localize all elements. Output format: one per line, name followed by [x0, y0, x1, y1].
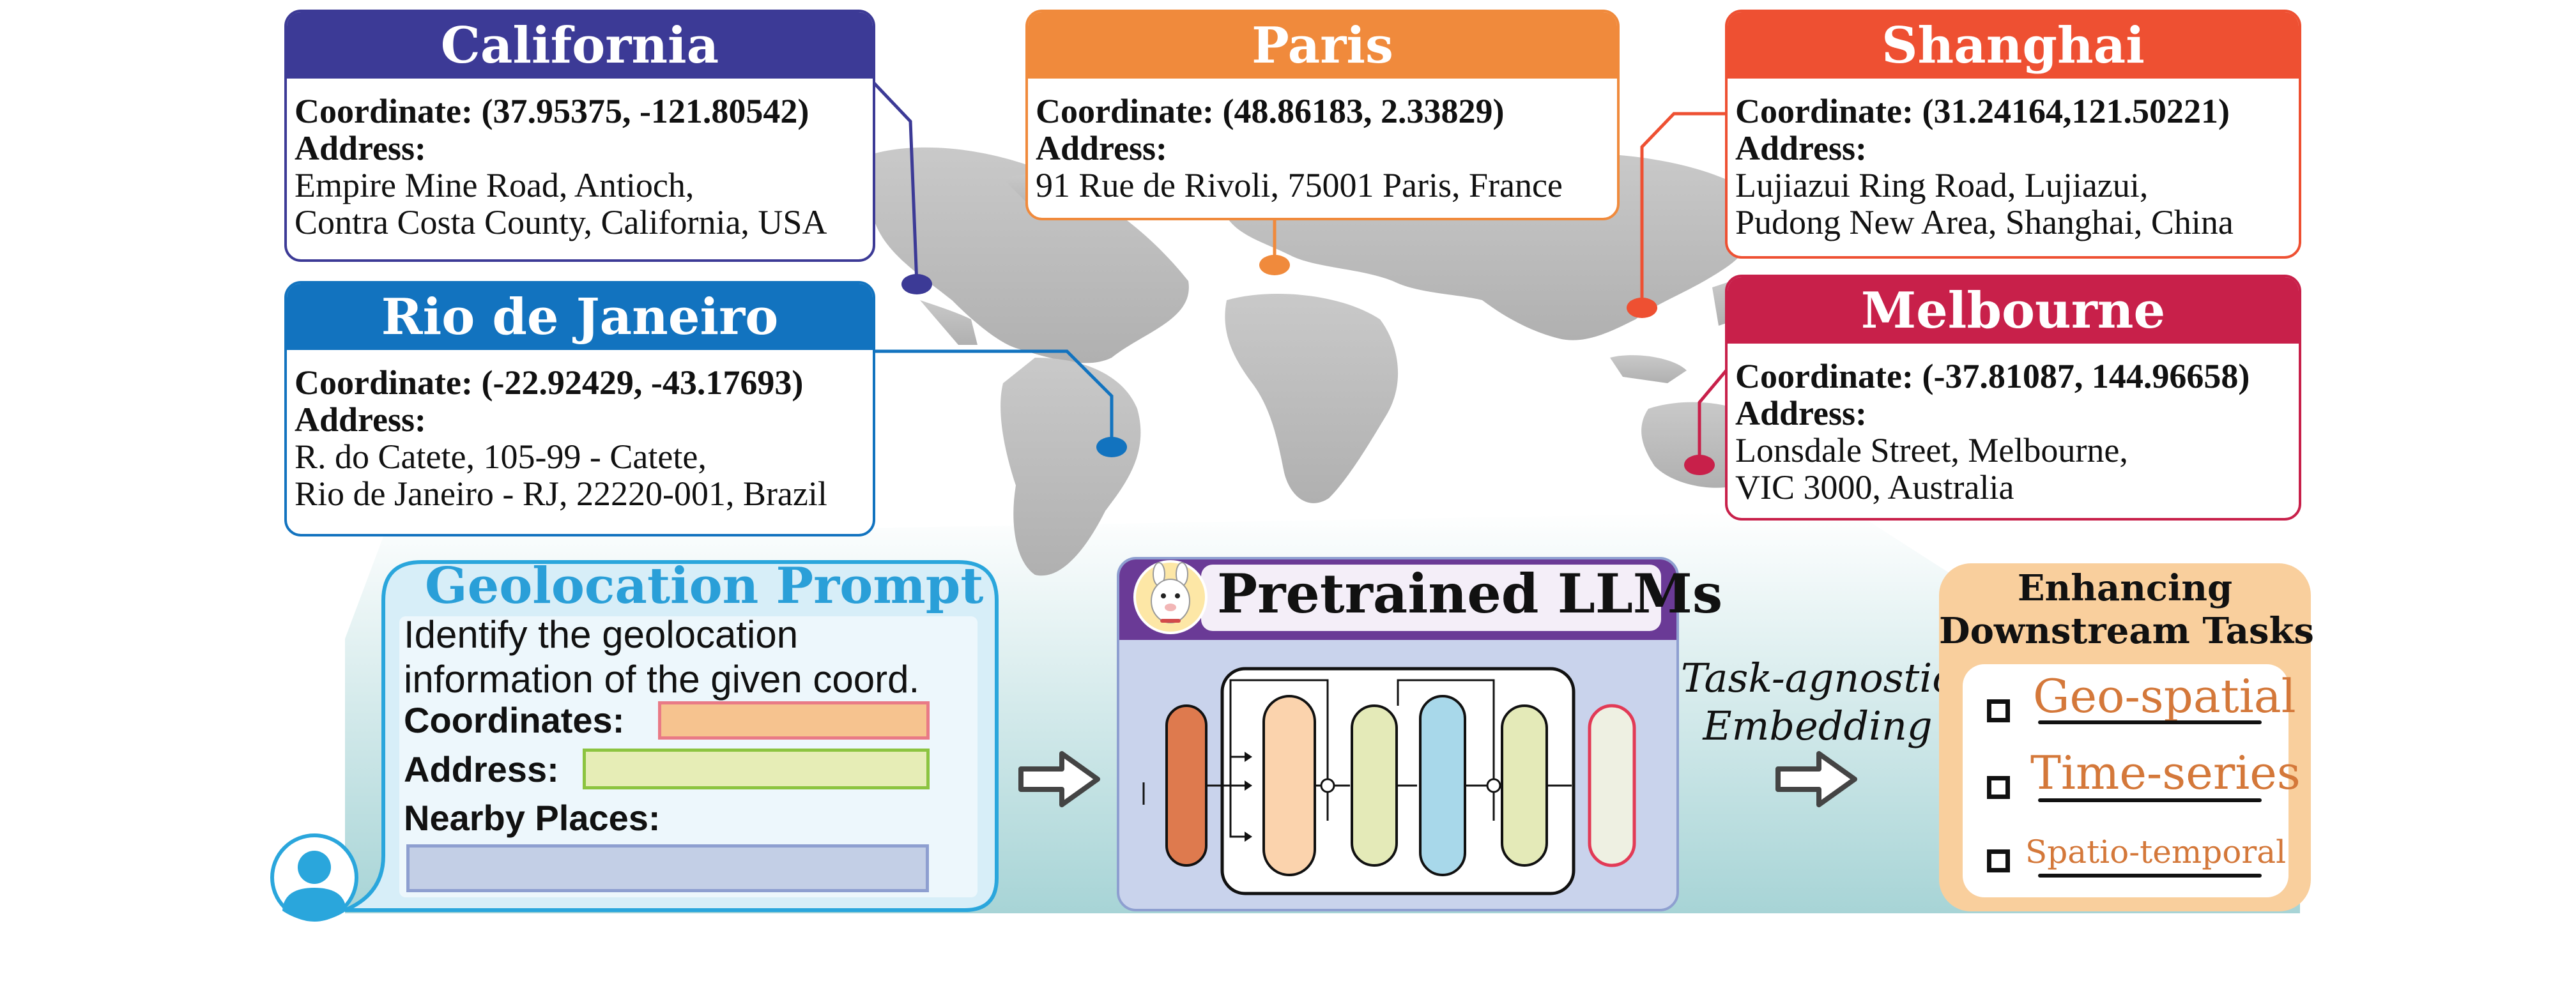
address-line: Pudong New Area, Shanghai, China: [1735, 203, 2234, 241]
location-card-paris: Paris Coordinate: (48.86183, 2.33829) Ad…: [1025, 10, 1620, 220]
address-label: Address:: [1036, 129, 1168, 167]
output-block: [1588, 704, 1636, 867]
coordinate-text: Coordinate: (31.24164,121.50221): [1735, 92, 2230, 130]
task-label-spatio-temporal: Spatio-temporal: [2025, 833, 2287, 871]
skip-connection: [1397, 679, 1495, 821]
address-label: Address:: [404, 749, 559, 789]
add-node: [1486, 778, 1501, 793]
location-details: Coordinate: (-22.92429, -43.17693) Addre…: [287, 350, 873, 512]
location-card-melbourne: Melbourne Coordinate: (-37.81087, 144.96…: [1725, 275, 2301, 521]
arrow-right-icon: [1018, 751, 1100, 807]
model-architecture-diagram: [1142, 667, 1636, 895]
address-line: Lonsdale Street, Melbourne,: [1735, 431, 2128, 469]
task-checkbox-geo-spatial[interactable]: [1987, 699, 2010, 722]
location-title: Paris: [1028, 12, 1617, 79]
llm-title: Pretrained LLMs: [1217, 562, 1723, 625]
connector-rio: [872, 349, 1114, 447]
location-details: Coordinate: (48.86183, 2.33829) Address:…: [1028, 79, 1617, 204]
pin-paris: [1259, 255, 1290, 275]
coordinate-text: Coordinate: (48.86183, 2.33829): [1036, 92, 1505, 130]
address-line: Rio de Janeiro - RJ, 22220-001, Brazil: [295, 475, 827, 513]
location-details: Coordinate: (-37.81087, 144.96658) Addre…: [1728, 344, 2299, 506]
coordinate-text: Coordinate: (-22.92429, -43.17693): [295, 363, 804, 402]
pin-shanghai: [1627, 298, 1657, 318]
task-list-panel: [1963, 664, 2288, 897]
coordinates-field[interactable]: [658, 701, 930, 740]
connector-shanghai: [1640, 112, 1725, 307]
user-icon: [270, 833, 358, 922]
nearby-places-field[interactable]: [406, 844, 929, 892]
connector-california: [873, 82, 919, 285]
pin-melbourne: [1684, 455, 1715, 475]
location-details: Coordinate: (31.24164,121.50221) Address…: [1728, 79, 2299, 241]
address-line: VIC 3000, Australia: [1735, 468, 2014, 506]
prompt-title: Geolocation Prompt: [425, 557, 984, 615]
address-line: Lujiazui Ring Road, Lujiazui,: [1735, 166, 2149, 204]
downstream-title-line: Downstream Tasks: [1939, 610, 2314, 652]
pin-rio: [1096, 437, 1127, 457]
address-label: Address:: [295, 129, 427, 167]
task-underline: [2038, 874, 2262, 878]
location-title: California: [287, 12, 873, 79]
add-node: [1320, 778, 1335, 793]
flow-arrowhead: [1245, 832, 1252, 842]
skip-connection: [1229, 757, 1248, 838]
address-label: Address:: [1735, 129, 1867, 167]
prompt-instruction-line: information of the given coord.: [404, 658, 920, 701]
task-underline: [2038, 798, 2262, 802]
coordinate-text: Coordinate: (37.95375, -121.80542): [295, 92, 809, 130]
downstream-title-line: Enhancing: [2017, 567, 2233, 609]
llm-title-plate: [1201, 565, 1661, 631]
location-title: Shanghai: [1728, 12, 2299, 79]
task-checkbox-spatio-temporal[interactable]: [1987, 849, 2010, 872]
address-label: Address:: [295, 400, 427, 439]
task-label-time-series: Time-series: [2030, 746, 2301, 800]
ffn-block: [1419, 695, 1466, 876]
location-title: Rio de Janeiro: [287, 284, 873, 350]
location-card-rio-de-janeiro: Rio de Janeiro Coordinate: (-22.92429, -…: [284, 281, 875, 536]
nearby-places-label: Nearby Places:: [404, 798, 661, 838]
prompt-instruction-line: Identify the geolocation: [404, 613, 799, 656]
location-card-california: California Coordinate: (37.95375, -121.8…: [284, 10, 875, 262]
address-line: 91 Rue de Rivoli, 75001 Paris, France: [1036, 166, 1563, 204]
address-line: R. do Catete, 105-99 - Catete,: [295, 437, 707, 476]
embedding-label-line: Task-agnostic: [1681, 655, 1954, 701]
attention-block: [1262, 695, 1316, 876]
coordinates-label: Coordinates:: [404, 700, 625, 740]
address-line: Empire Mine Road, Antioch,: [295, 166, 694, 204]
location-details: Coordinate: (37.95375, -121.80542) Addre…: [287, 79, 873, 241]
flow-arrowhead: [1245, 780, 1252, 791]
llama-logo-icon: [1133, 560, 1208, 634]
location-card-shanghai: Shanghai Coordinate: (31.24164,121.50221…: [1725, 10, 2301, 259]
arrow-right-icon: [1775, 751, 1857, 807]
task-underline: [2038, 720, 2262, 724]
location-title: Melbourne: [1728, 277, 2299, 344]
task-label-geo-spatial: Geo-spatial: [2033, 669, 2296, 723]
address-label: Address:: [1735, 394, 1867, 432]
norm-block: [1501, 704, 1548, 867]
pin-california: [901, 274, 932, 294]
address-line: Contra Costa County, California, USA: [295, 203, 827, 241]
embedding-block: [1165, 704, 1208, 867]
norm-block: [1351, 704, 1398, 867]
connector-melbourne: [1698, 369, 1728, 463]
address-field[interactable]: [583, 749, 930, 789]
coordinate-text: Coordinate: (-37.81087, 144.96658): [1735, 357, 2250, 395]
embedding-label-line: Embedding: [1703, 703, 1933, 749]
flow-arrowhead: [1245, 752, 1252, 762]
skip-connection: [1229, 679, 1329, 821]
task-checkbox-time-series[interactable]: [1987, 776, 2010, 799]
